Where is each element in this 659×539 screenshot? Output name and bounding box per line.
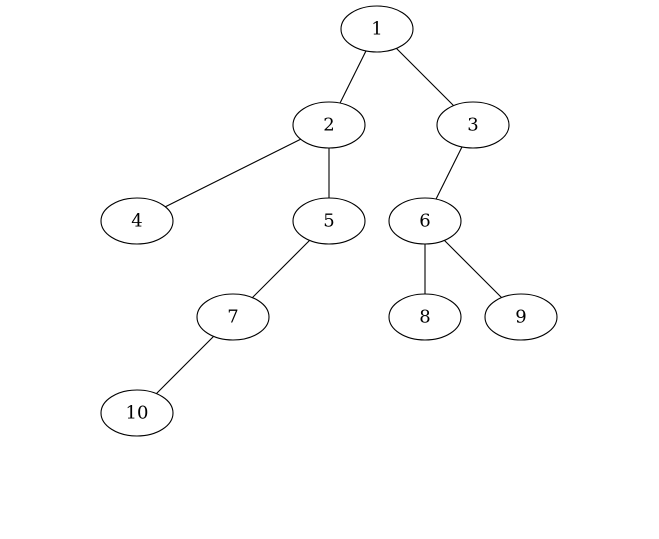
node-label: 6 bbox=[419, 211, 430, 232]
node-ellipse bbox=[388, 197, 462, 245]
edge-n6-n9 bbox=[444, 240, 502, 298]
edge-n5-n7 bbox=[252, 240, 310, 298]
tree-node-2: 2 bbox=[292, 101, 366, 149]
node-label: 9 bbox=[515, 307, 526, 328]
node-ellipse bbox=[436, 101, 510, 149]
node-ellipse bbox=[484, 293, 558, 341]
node-ellipse bbox=[340, 5, 414, 53]
tree-node-6: 6 bbox=[388, 197, 462, 245]
tree-node-9: 9 bbox=[484, 293, 558, 341]
tree-node-8: 8 bbox=[388, 293, 462, 341]
edge-n3-n6 bbox=[435, 146, 463, 200]
node-label: 1 bbox=[371, 19, 382, 40]
edges-layer bbox=[156, 48, 502, 394]
edge-n1-n2 bbox=[339, 50, 367, 104]
node-label: 2 bbox=[323, 115, 334, 136]
node-ellipse bbox=[196, 293, 270, 341]
nodes-layer: 1 2 3 4 5 6 7 8 9 10 bbox=[100, 5, 558, 437]
edge-n1-n3 bbox=[396, 48, 454, 106]
edge-n7-n10 bbox=[156, 336, 214, 394]
tree-node-1: 1 bbox=[340, 5, 414, 53]
node-label: 4 bbox=[131, 211, 142, 232]
node-label: 10 bbox=[126, 403, 149, 424]
node-ellipse bbox=[388, 293, 462, 341]
edge-n2-n4 bbox=[165, 138, 301, 208]
tree-node-7: 7 bbox=[196, 293, 270, 341]
tree-node-5: 5 bbox=[292, 197, 366, 245]
node-label: 8 bbox=[419, 307, 430, 328]
node-ellipse bbox=[100, 197, 174, 245]
node-ellipse bbox=[292, 101, 366, 149]
node-label: 7 bbox=[227, 307, 238, 328]
node-label: 5 bbox=[323, 211, 334, 232]
tree-node-4: 4 bbox=[100, 197, 174, 245]
node-ellipse bbox=[100, 389, 174, 437]
tree-node-3: 3 bbox=[436, 101, 510, 149]
node-ellipse bbox=[292, 197, 366, 245]
node-label: 3 bbox=[467, 115, 478, 136]
tree-node-10: 10 bbox=[100, 389, 174, 437]
